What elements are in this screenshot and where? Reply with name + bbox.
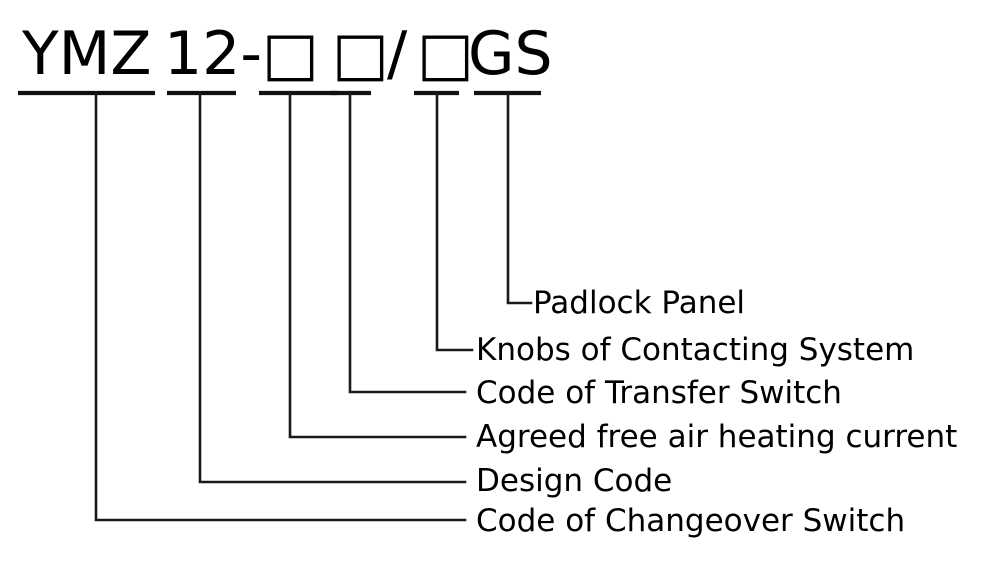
title-part-slash: / (387, 19, 408, 89)
callout-knobs-of-contacting-system: Knobs of Contacting System (476, 332, 914, 368)
model-code-title: YMZ 12- □ □ / □ GS (21, 19, 553, 89)
leader-design-code (198, 91, 467, 484)
leader-knobs-of-contacting-system (435, 91, 474, 352)
callout-code-of-changeover-switch: Code of Changeover Switch (476, 503, 905, 539)
leader-code-of-changeover-switch (94, 91, 467, 522)
callout-padlock-panel: Padlock Panel (533, 285, 745, 321)
callout-code-of-transfer-switch: Code of Transfer Switch (476, 375, 842, 411)
callout-label-group: Padlock Panel Knobs of Contacting System… (476, 285, 957, 539)
title-part-box-1: □ (262, 19, 319, 89)
title-part-12-dash: 12- (164, 19, 262, 89)
title-part-ymz: YMZ (21, 19, 152, 89)
title-part-gs: GS (468, 19, 553, 89)
leader-padlock-panel (506, 91, 533, 305)
callout-design-code: Design Code (476, 463, 672, 499)
title-part-box-2: □ (332, 19, 389, 89)
title-part-box-3: □ (417, 19, 474, 89)
leader-heating-current (288, 91, 467, 439)
leader-code-of-transfer-switch (348, 91, 467, 394)
callout-agreed-free-air-heating-current: Agreed free air heating current (476, 419, 957, 455)
leader-line-group (94, 91, 533, 522)
